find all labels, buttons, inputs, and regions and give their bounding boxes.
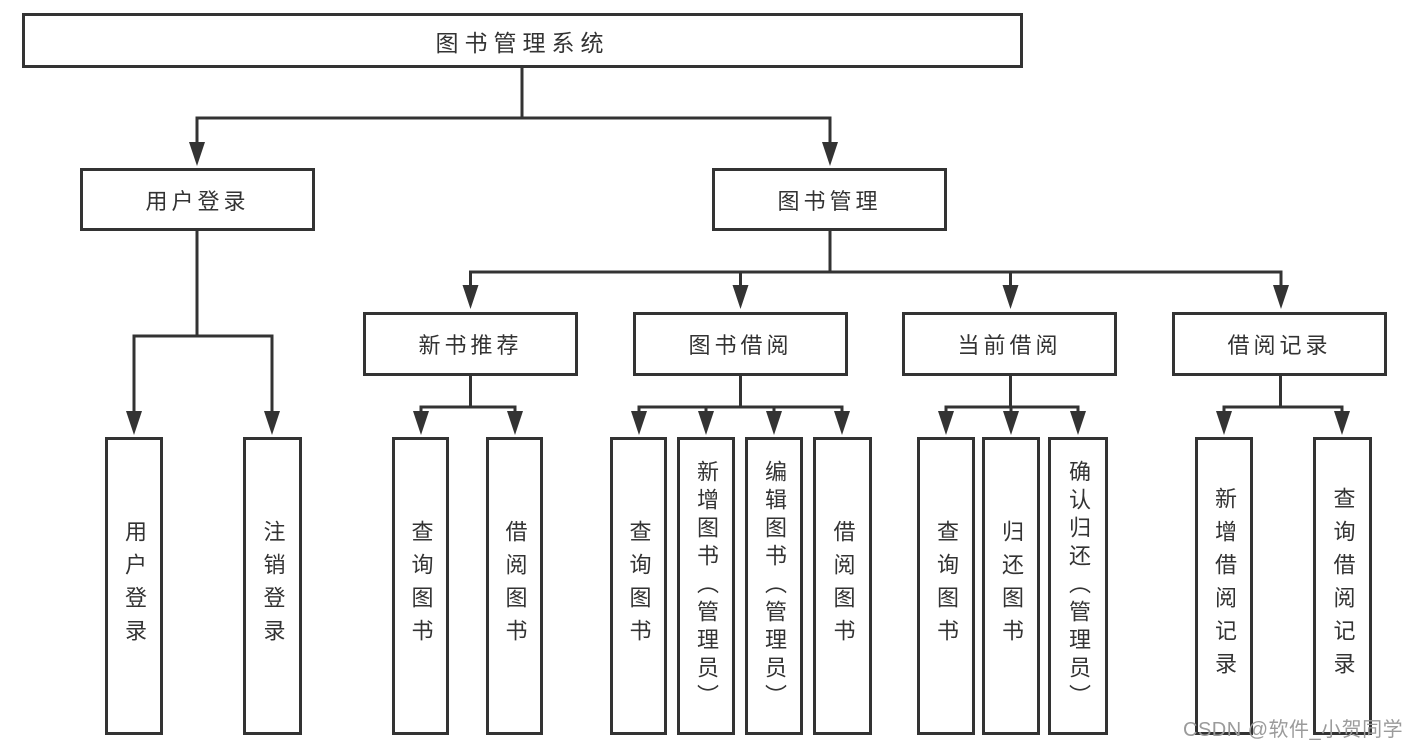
leaf-cb-confirm-return-admin: 确认归还（管理员） [1048, 437, 1108, 735]
arrow-down-icon [1334, 411, 1350, 435]
leaf-label: 归还图书 [999, 520, 1024, 652]
node-book-borrowing: 图书借阅 [633, 312, 848, 376]
leaf-bb-add-books-admin: 新增图书（管理员） [677, 437, 735, 735]
leaf-bb-edit-books-admin: 编辑图书（管理员） [745, 437, 803, 735]
node-label: 当前借阅 [957, 333, 1062, 358]
node-label: 新书推荐 [418, 333, 523, 358]
leaf-label: 借阅图书 [830, 520, 856, 652]
leaf-cb-query-books: 查询图书 [917, 437, 975, 735]
node-label: 图书管理 [777, 188, 882, 214]
arrow-down-icon [126, 411, 142, 435]
arrowheads [126, 142, 1350, 435]
arrow-down-icon [1273, 285, 1289, 309]
leaf-br-add-record: 新增借阅记录 [1195, 437, 1253, 735]
leaf-label: 编辑图书（管理员） [762, 460, 787, 712]
arrow-down-icon [766, 411, 782, 435]
leaf-label: 查询图书 [408, 520, 434, 652]
leaf-nbr-borrow-books: 借阅图书 [486, 437, 543, 735]
arrow-down-icon [1216, 411, 1232, 435]
arrow-down-icon [938, 411, 954, 435]
node-user-login-group: 用户登录 [80, 168, 315, 231]
connector-stems [132, 68, 1344, 418]
node-current-borrowing: 当前借阅 [902, 312, 1117, 376]
node-label: 借阅记录 [1227, 333, 1332, 358]
leaf-bb-query-books: 查询图书 [610, 437, 667, 735]
arrow-down-icon [462, 285, 479, 309]
watermark: CSDN @软件_小贺同学 [1183, 719, 1404, 741]
arrow-down-icon [834, 411, 850, 435]
arrow-down-icon [822, 142, 838, 166]
leaf-label: 用户登录 [122, 520, 147, 652]
leaf-nbr-query-books: 查询图书 [392, 437, 449, 735]
node-library-system: 图书管理系统 [22, 13, 1023, 68]
node-new-book-recommend: 新书推荐 [363, 312, 578, 376]
arrow-down-icon [413, 411, 429, 435]
leaf-br-query-record: 查询借阅记录 [1313, 437, 1372, 735]
leaf-label: 确认归还（管理员） [1066, 460, 1091, 712]
arrow-down-icon [507, 411, 523, 435]
leaf-label: 查询借阅记录 [1330, 487, 1356, 685]
node-label: 图书借阅 [688, 333, 793, 358]
leaf-label: 借阅图书 [502, 520, 528, 652]
leaf-label: 新增图书（管理员） [694, 460, 719, 712]
leaf-label: 新增借阅记录 [1212, 487, 1237, 685]
leaf-user-login: 用户登录 [105, 437, 163, 735]
arrow-down-icon [631, 411, 647, 435]
node-label: 用户登录 [145, 188, 250, 214]
node-label: 图书管理系统 [435, 29, 610, 56]
leaf-logout-login: 注销登录 [243, 437, 302, 735]
arrow-down-icon [732, 285, 749, 309]
node-borrow-records: 借阅记录 [1172, 312, 1387, 376]
leaf-label: 注销登录 [260, 520, 286, 652]
leaf-bb-borrow-books: 借阅图书 [813, 437, 872, 735]
node-book-management: 图书管理 [712, 168, 947, 231]
arrow-down-icon [1003, 411, 1019, 435]
leaf-label: 查询图书 [934, 520, 959, 652]
arrow-down-icon [189, 142, 205, 166]
arrow-down-icon [1070, 411, 1086, 435]
leaf-cb-return-books: 归还图书 [982, 437, 1040, 735]
arrow-down-icon [264, 411, 280, 435]
leaf-label: 查询图书 [626, 520, 652, 652]
arrow-down-icon [1002, 285, 1019, 309]
arrow-down-icon [698, 411, 714, 435]
